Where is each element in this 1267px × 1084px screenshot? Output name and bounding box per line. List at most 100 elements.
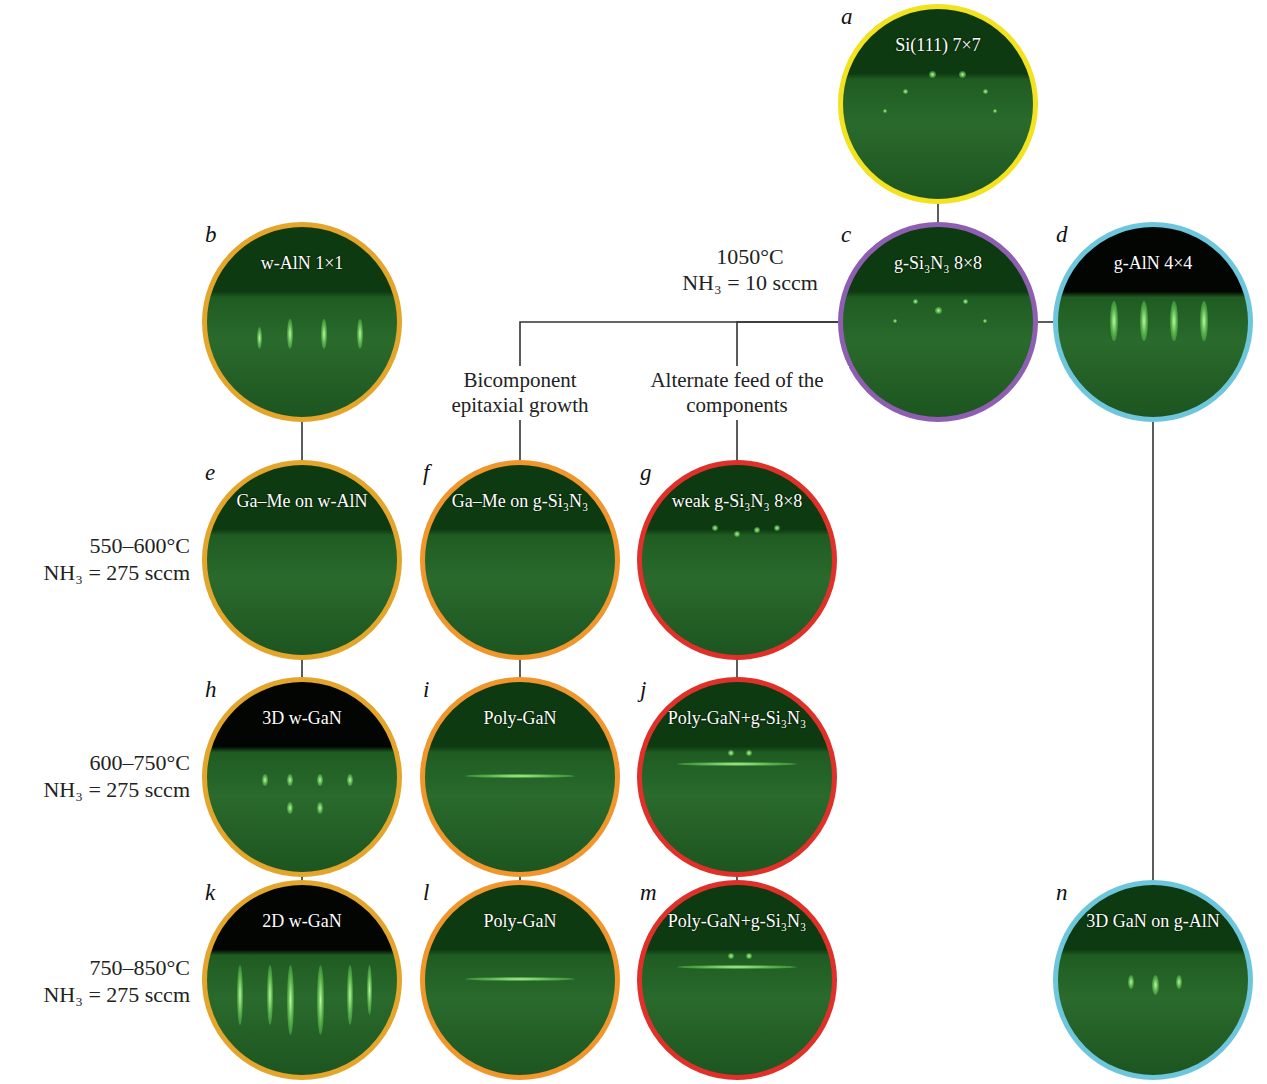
rheed-streak xyxy=(993,109,997,113)
rheed-streak xyxy=(287,774,293,786)
rheed-pattern-circle: cg-Si₃N₃ 8×8 xyxy=(838,222,1038,422)
rheed-streak xyxy=(893,319,897,323)
rheed-streak xyxy=(746,750,752,756)
pattern-label: Si(111) 7×7 xyxy=(838,34,1038,56)
rheed-pattern-circle: jPoly-GaN+g-Si₃N₃ xyxy=(637,677,837,877)
panel-letter: k xyxy=(205,880,215,906)
rheed-streak xyxy=(347,774,353,786)
panel-letter: e xyxy=(205,460,215,486)
panel-letter: g xyxy=(640,460,652,486)
rheed-streak xyxy=(959,71,966,78)
rheed-pattern-circle: eGa–Me on w-AlN xyxy=(202,460,402,660)
panel-letter: h xyxy=(205,677,217,703)
panel-letter: m xyxy=(640,880,657,906)
connector xyxy=(937,204,939,222)
rheed-pattern-circle: n 3D GaN on g-AlN xyxy=(1053,880,1253,1080)
rheed-streak xyxy=(728,953,734,959)
pattern-label: weak g-Si₃N₃ 8×8 xyxy=(637,490,837,512)
rheed-streak xyxy=(1128,975,1134,989)
rheed-streak xyxy=(347,965,353,1025)
connector xyxy=(736,660,738,677)
rheed-streak xyxy=(287,319,293,349)
rheed-screen xyxy=(420,460,620,660)
rheed-screen xyxy=(202,222,402,422)
rheed-streak xyxy=(1110,301,1118,341)
rheed-streak xyxy=(267,965,273,1025)
rheed-screen xyxy=(637,880,837,1080)
rheed-streak xyxy=(317,965,324,1035)
pattern-label: Ga–Me on w-AlN xyxy=(202,490,402,512)
pattern-label: w-AlN 1×1 xyxy=(202,252,402,274)
panel-letter: n xyxy=(1056,880,1068,906)
rheed-streak xyxy=(734,531,740,537)
connector xyxy=(519,660,521,677)
rheed-streak xyxy=(677,965,797,969)
rheed-streak xyxy=(963,299,968,304)
rheed-streak xyxy=(262,774,268,786)
rheed-pattern-circle: lPoly-GaN xyxy=(420,880,620,1080)
pattern-label: Ga–Me on g-Si₃N₃ xyxy=(420,490,620,512)
rheed-pattern-circle: aSi(111) 7×7 xyxy=(838,4,1038,204)
rheed-streak xyxy=(321,319,327,349)
rheed-screen xyxy=(202,677,402,877)
rheed-streak xyxy=(983,319,987,323)
rheed-streak xyxy=(913,299,918,304)
condition-label: NH₃ = 275 sccm xyxy=(0,777,190,803)
panel-letter: a xyxy=(841,4,853,30)
rheed-streak xyxy=(677,762,797,766)
rheed-streak xyxy=(929,71,936,78)
rheed-streak xyxy=(257,327,262,349)
rheed-streak xyxy=(367,965,372,1015)
rheed-streak xyxy=(237,965,243,1025)
panel-letter: i xyxy=(423,677,429,703)
pattern-label: Poly-GaN+g-Si₃N₃ xyxy=(637,910,837,932)
panel-letter: b xyxy=(205,222,217,248)
connector xyxy=(1152,422,1154,880)
rheed-pattern-circle: dg-AlN 4×4 xyxy=(1053,222,1253,422)
rheed-streak xyxy=(903,89,908,94)
rheed-streak xyxy=(774,525,780,531)
rheed-streak xyxy=(883,109,887,113)
branch-label: Alternate feed of the components xyxy=(625,366,849,420)
rheed-pattern-circle: b w-AlN 1×1 xyxy=(202,222,402,422)
panel-letter: f xyxy=(423,460,429,486)
rheed-screen xyxy=(838,222,1038,422)
rheed-screen xyxy=(202,880,402,1080)
pattern-label: 2D w-GaN xyxy=(202,910,402,932)
panel-letter: l xyxy=(423,880,429,906)
rheed-screen xyxy=(637,677,837,877)
connector xyxy=(1038,321,1053,323)
rheed-screen xyxy=(420,677,620,877)
pattern-label: 3D GaN on g-AlN xyxy=(1053,910,1253,932)
rheed-streak xyxy=(317,802,323,814)
rheed-streak xyxy=(317,774,323,786)
rheed-pattern-circle: iPoly-GaN xyxy=(420,677,620,877)
pattern-label: Poly-GaN xyxy=(420,910,620,932)
panel-letter: c xyxy=(841,222,851,248)
rheed-pattern-circle: fGa–Me on g-Si₃N₃ xyxy=(420,460,620,660)
rheed-screen xyxy=(637,460,837,660)
rheed-pattern-circle: k 2D w-GaN xyxy=(202,880,402,1080)
connector xyxy=(301,660,303,677)
rheed-streak xyxy=(728,750,734,756)
pattern-label: Poly-GaN+g-Si₃N₃ xyxy=(637,707,837,729)
condition-label: NH₃ = 275 sccm xyxy=(0,560,190,586)
rheed-streak xyxy=(287,965,294,1035)
branch-label: Bicomponent epitaxial growth xyxy=(435,366,605,420)
condition-label: 1050°C xyxy=(650,244,850,270)
rheed-streak xyxy=(1152,975,1159,995)
condition-label: 550–600°C xyxy=(0,533,190,559)
rheed-pattern-circle: mPoly-GaN+g-Si₃N₃ xyxy=(637,880,837,1080)
rheed-pattern-circle: h3D w-GaN xyxy=(202,677,402,877)
condition-label: 750–850°C xyxy=(0,955,190,981)
rheed-streak xyxy=(1170,301,1178,341)
rheed-screen xyxy=(1053,222,1253,422)
rheed-screen xyxy=(420,880,620,1080)
condition-label: NH₃ = 10 sccm xyxy=(650,270,850,296)
rheed-streak xyxy=(287,802,293,814)
rheed-streak xyxy=(935,307,942,314)
rheed-screen xyxy=(1053,880,1253,1080)
rheed-screen xyxy=(202,460,402,660)
panel-letter: j xyxy=(640,677,646,703)
pattern-label: Poly-GaN xyxy=(420,707,620,729)
